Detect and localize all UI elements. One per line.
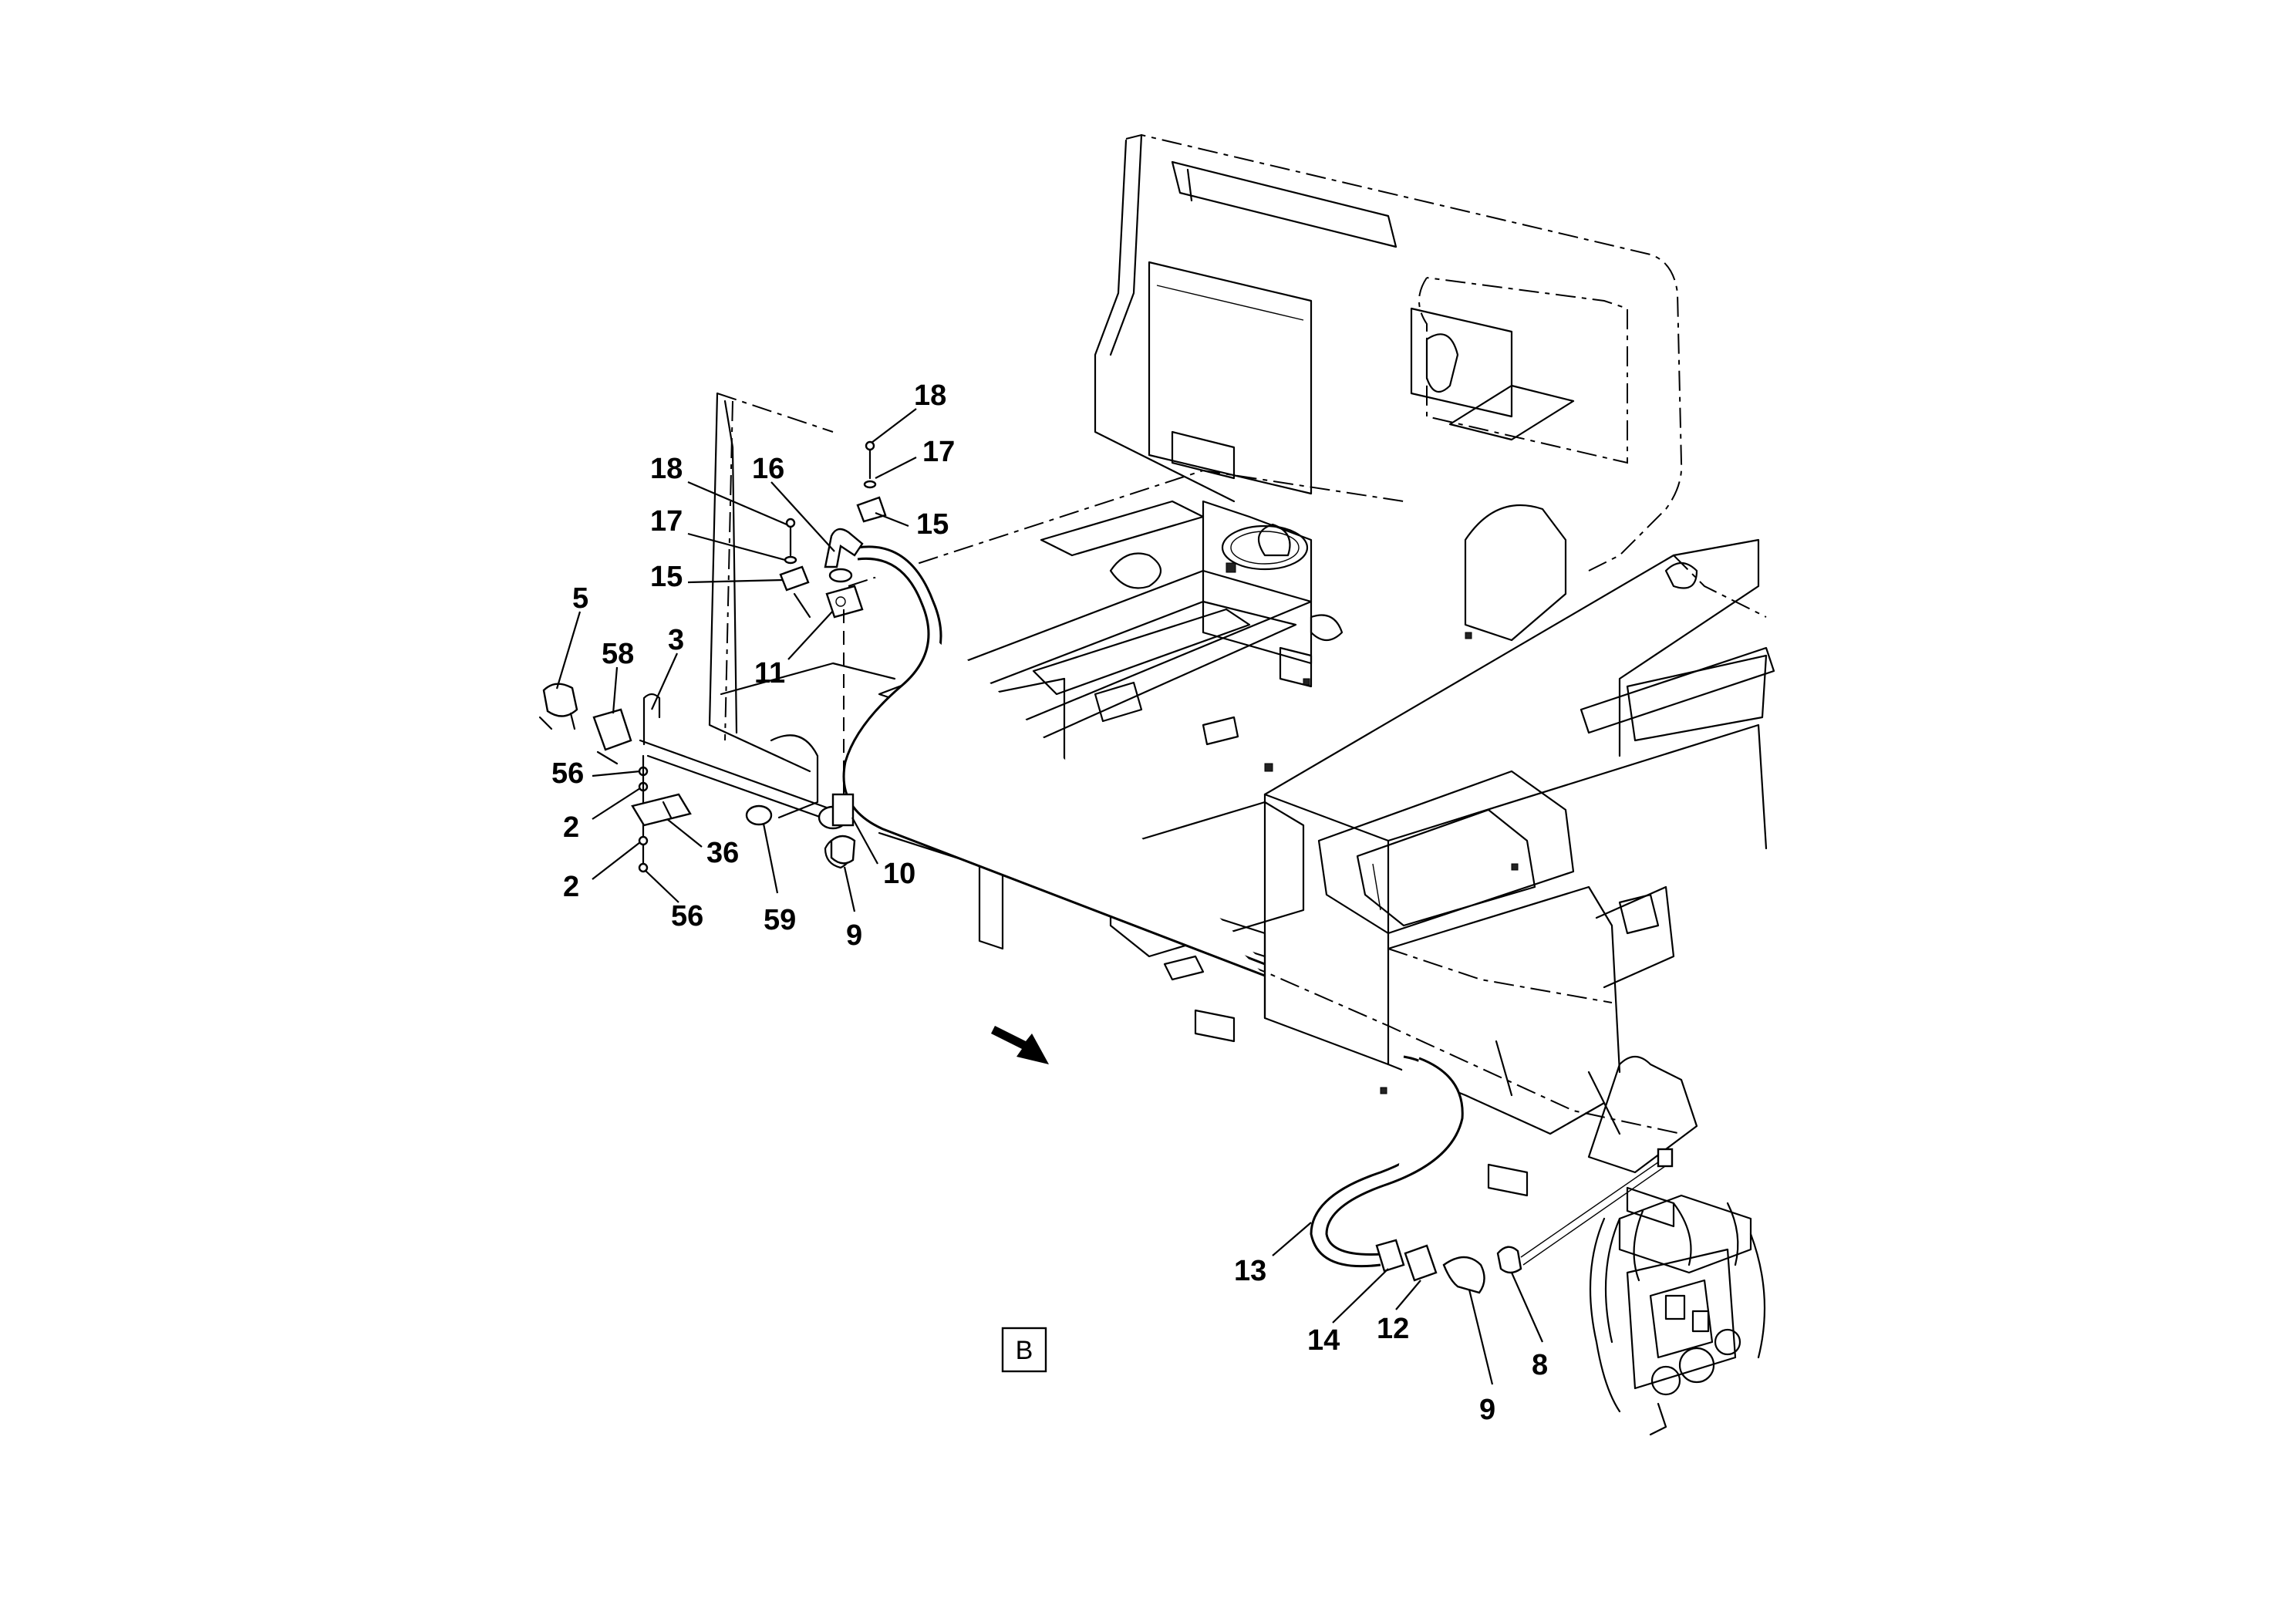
callout-9-upper: 9 — [846, 919, 862, 952]
view-label-text: B — [1016, 1336, 1033, 1365]
callout-18-top: 18 — [914, 379, 946, 412]
elbow-fitting-assembly — [824, 528, 864, 865]
callout-17-top: 17 — [922, 436, 955, 468]
clamp-bracket-right — [856, 440, 887, 523]
callout-3: 3 — [668, 624, 684, 656]
callout-10: 10 — [883, 858, 915, 890]
callout-13: 13 — [1234, 1255, 1266, 1287]
callout-2-upper: 2 — [563, 811, 579, 844]
left-fitting-cluster — [538, 683, 692, 873]
callout-15-top: 15 — [916, 508, 949, 541]
lower-right-fittings — [1375, 1148, 1674, 1294]
callout-17-left: 17 — [650, 505, 683, 538]
callout-12: 12 — [1377, 1313, 1409, 1345]
direction-arrow-icon — [991, 1026, 1049, 1064]
callout-8: 8 — [1532, 1349, 1548, 1381]
callout-5: 5 — [572, 582, 588, 615]
callout-56-upper: 56 — [551, 757, 584, 790]
callout-labels: 18 17 15 18 16 17 15 11 5 58 3 56 2 36 2… — [551, 379, 1548, 1426]
main-hose — [842, 545, 1464, 1268]
callout-56-lower: 56 — [671, 900, 703, 932]
callout-15-left: 15 — [650, 561, 683, 593]
callout-59: 59 — [764, 904, 796, 936]
callout-9-lower: 9 — [1479, 1394, 1495, 1426]
view-label: B — [1001, 1327, 1047, 1373]
hydraulic-valve-assembly — [1589, 1194, 1766, 1436]
callout-58: 58 — [602, 638, 634, 670]
callout-36: 36 — [706, 837, 739, 869]
leader-lines — [555, 408, 1544, 1385]
callout-18-left: 18 — [650, 453, 683, 485]
callout-11: 11 — [754, 657, 785, 690]
clamp-bracket-left — [779, 518, 811, 619]
callout-16: 16 — [752, 453, 784, 485]
callout-14: 14 — [1307, 1324, 1340, 1357]
callout-2-lower: 2 — [563, 871, 579, 903]
